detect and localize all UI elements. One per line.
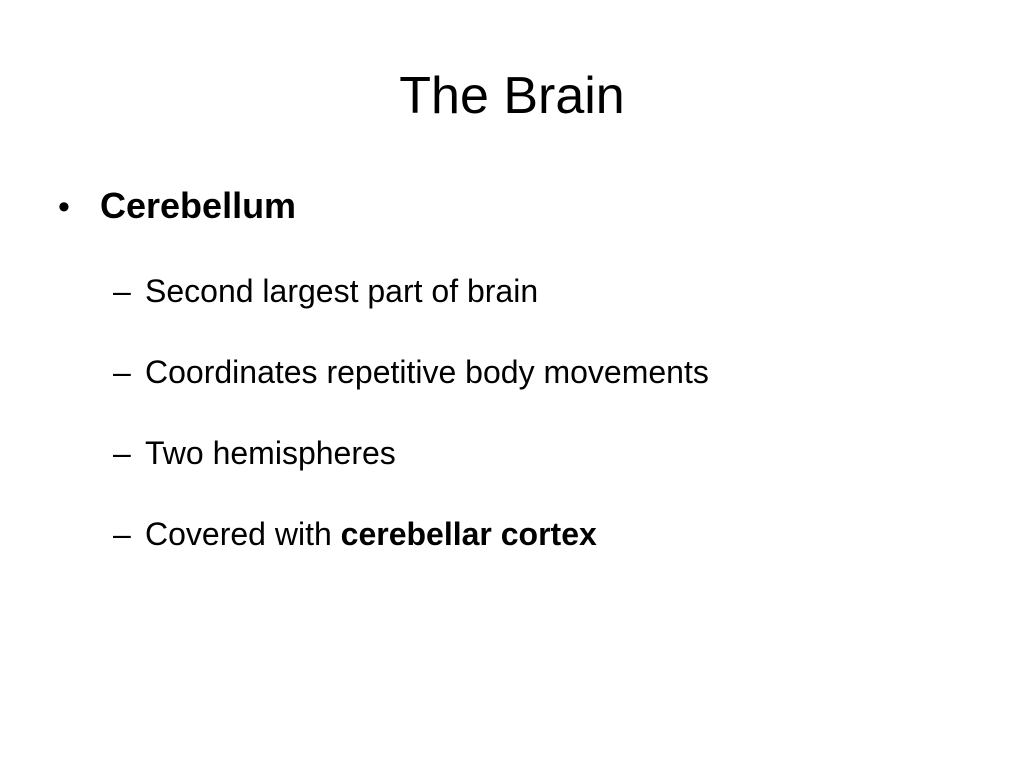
- bullet-item: • Cerebellum: [58, 182, 296, 231]
- slide-title: The Brain: [399, 67, 625, 125]
- sub-item-text: Two hemispheres: [145, 435, 396, 471]
- sub-item: – Covered with cerebellar cortex: [113, 513, 597, 555]
- sub-item: – Two hemispheres: [113, 432, 396, 474]
- dash-marker: –: [113, 354, 131, 390]
- bullet-marker: •: [58, 188, 70, 226]
- sub-item: – Coordinates repetitive body movements: [113, 351, 709, 393]
- dash-marker: –: [113, 516, 131, 552]
- sub-item-text: Coordinates repetitive body movements: [145, 354, 709, 390]
- sub-item-text-bold: cerebellar cortex: [340, 516, 597, 552]
- sub-item-text-regular: Covered with: [145, 516, 341, 552]
- sub-item-text: Second largest part of brain: [145, 273, 539, 309]
- dash-marker: –: [113, 435, 131, 471]
- bullet-text: Cerebellum: [100, 185, 297, 226]
- sub-item-text: Covered with cerebellar cortex: [145, 513, 597, 555]
- dash-marker: –: [113, 273, 131, 309]
- sub-item: – Second largest part of brain: [113, 270, 538, 312]
